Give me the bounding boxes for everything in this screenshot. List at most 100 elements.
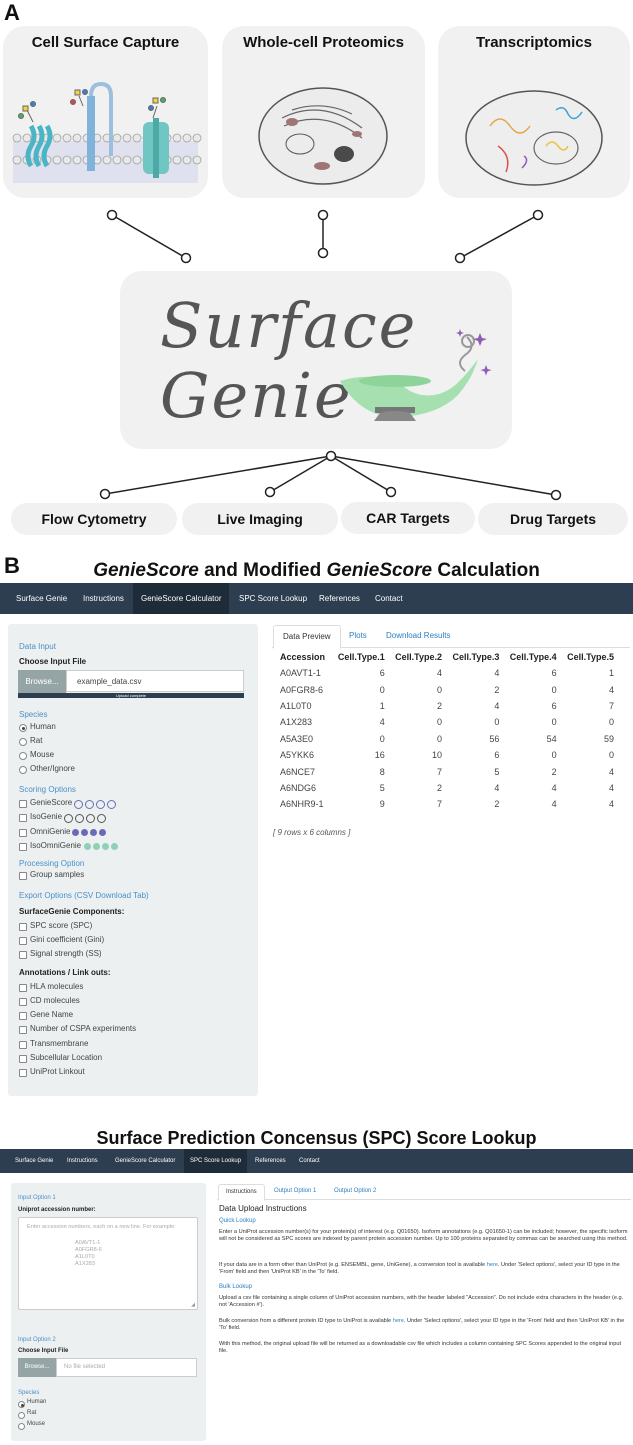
accession-cell: A6NHR9-1 [280, 799, 324, 810]
spc-choose-file-label: Choose Input File [18, 1348, 69, 1354]
omnigenie-checkbox[interactable] [19, 829, 27, 837]
subcellular-checkbox[interactable] [19, 1055, 27, 1063]
value-cell: 0 [551, 750, 557, 761]
value-cell: 4 [551, 782, 557, 793]
group-samples-checkbox[interactable] [19, 872, 27, 880]
nav-spc-score-lookup[interactable]: SPC Score Lookup [239, 594, 308, 603]
spc-browse-button[interactable]: Browse... [18, 1358, 56, 1377]
spc-nav-spc-score-lookup[interactable]: SPC Score Lookup [184, 1149, 248, 1173]
spc-navbar: Surface Genie Instructions GenieScore Ca… [0, 1149, 633, 1173]
signal-strength-checkbox[interactable] [19, 951, 27, 959]
spc-nav-surface-genie[interactable]: Surface Genie [15, 1158, 54, 1164]
accession-cell: A0FGR8-6 [280, 684, 324, 695]
isogenie-checkbox[interactable] [19, 814, 27, 822]
spc-nav-geniescore-calculator[interactable]: GenieScore Calculator [115, 1158, 176, 1164]
signal-strength-label: Signal strength (SS) [30, 949, 102, 958]
value-cell: 2 [437, 782, 443, 793]
species-other-radio[interactable] [19, 766, 27, 774]
species-mouse-radio[interactable] [19, 752, 27, 760]
value-cell: 4 [608, 799, 614, 810]
nav-contact[interactable]: Contact [375, 594, 403, 603]
tab-data-preview[interactable]: Data Preview [273, 625, 341, 649]
application-connectors [99, 450, 562, 501]
value-cell: 4 [494, 782, 500, 793]
value-cell: 4 [551, 799, 557, 810]
accession-textarea[interactable]: Enter accession numbers, each on a new l… [18, 1217, 198, 1310]
accession-cell: A6NDG6 [280, 782, 317, 793]
panel-b-title: GenieScore and Modified GenieScore Calcu… [93, 560, 540, 581]
spc-file-field[interactable]: No file selected [56, 1358, 197, 1377]
hla-checkbox[interactable] [19, 984, 27, 992]
spc-species-mouse-radio[interactable] [18, 1423, 25, 1430]
tab-download-results[interactable]: Download Results [386, 631, 451, 640]
bulk-lookup-title: Bulk Lookup [219, 1284, 253, 1290]
flow-cytometry-pill: Flow Cytometry [11, 503, 177, 535]
bulk-lookup-text-2: Bulk conversion from a different protein… [219, 1318, 625, 1332]
species-human-label: Human [30, 722, 56, 731]
value-cell: 2 [494, 684, 500, 695]
transmembrane-checkbox[interactable] [19, 1041, 27, 1049]
export-options-heading: Export Options (CSV Download Tab) [19, 891, 149, 900]
tab-output-option-1[interactable]: Output Option 1 [274, 1188, 317, 1194]
value-cell: 59 [603, 733, 614, 744]
surface-genie-logo-box: Surface Genie [120, 271, 512, 449]
transcriptomics-tile: Transcriptomics [438, 26, 630, 198]
input-option-1-heading: Input Option 1 [18, 1195, 56, 1201]
spc-nav-references[interactable]: References [255, 1158, 286, 1164]
nav-surface-genie[interactable]: Surface Genie [16, 594, 68, 603]
geniescore-checkbox[interactable] [19, 800, 27, 808]
isogenie-dots [64, 814, 106, 823]
spc-nav-instructions[interactable]: Instructions [67, 1158, 98, 1164]
tab-output-option-2[interactable]: Output Option 2 [334, 1188, 377, 1194]
species-rat-radio[interactable] [19, 738, 27, 746]
processing-option-heading: Processing Option [19, 859, 85, 868]
isoomnigenie-checkbox[interactable] [19, 843, 27, 851]
tab-instructions[interactable]: Instructions [218, 1184, 265, 1201]
value-cell: 4 [608, 766, 614, 777]
tab-plots[interactable]: Plots [349, 631, 367, 640]
file-name-field[interactable]: example_data.csv [66, 670, 244, 692]
species-human-radio[interactable] [19, 724, 27, 732]
spc-species-rat-radio[interactable] [18, 1412, 25, 1419]
spc-score-checkbox[interactable] [19, 923, 27, 931]
upload-progress-bar: Upload complete [18, 693, 244, 698]
genie-lamp-icon [340, 329, 492, 421]
value-cell: 7 [608, 700, 614, 711]
species-heading: Species [19, 710, 48, 719]
table-summary: [ 9 rows x 6 columns ] [273, 828, 351, 837]
uniprot-linkout-checkbox[interactable] [19, 1069, 27, 1077]
gini-checkbox[interactable] [19, 937, 27, 945]
resize-handle-icon[interactable]: ◢ [191, 1302, 195, 1308]
bulk-conversion-link[interactable]: here [392, 1318, 404, 1324]
isogenie-label: IsoGenie [30, 812, 63, 821]
spc-sidebar: Input Option 1 Uniprot accession number:… [11, 1183, 206, 1441]
spc-species-human-radio[interactable] [18, 1401, 25, 1408]
live-imaging-pill: Live Imaging [182, 503, 338, 535]
omnigenie-label: OmniGenie [30, 827, 71, 836]
drug-targets-pill: Drug Targets [478, 503, 628, 535]
spc-nav-contact[interactable]: Contact [299, 1158, 320, 1164]
accession-cell: A6NCE7 [280, 766, 316, 777]
whole-cell-proteomics-tile: Whole-cell Proteomics [222, 26, 425, 198]
nav-references[interactable]: References [319, 594, 360, 603]
cd-checkbox[interactable] [19, 998, 27, 1006]
nav-geniescore-calculator[interactable]: GenieScore Calculator [133, 583, 230, 614]
bulk-lookup-text-3: With this method, the original upload fi… [219, 1341, 622, 1355]
browse-button[interactable]: Browse... [18, 670, 66, 694]
value-cell: 6 [494, 750, 500, 761]
geniescore-label: GenieScore [30, 798, 73, 807]
gene-name-checkbox[interactable] [19, 1012, 27, 1020]
value-cell: 4 [379, 717, 385, 728]
gene-name-label: Gene Name [30, 1010, 74, 1019]
cell-organelles-illustration [258, 87, 388, 185]
nav-instructions[interactable]: Instructions [83, 594, 124, 603]
conversion-tool-link[interactable]: here [486, 1262, 498, 1268]
group-samples-label: Group samples [30, 870, 85, 879]
quick-lookup-text-2: If your data are in a form other than Un… [219, 1262, 620, 1276]
cspa-checkbox[interactable] [19, 1026, 27, 1034]
